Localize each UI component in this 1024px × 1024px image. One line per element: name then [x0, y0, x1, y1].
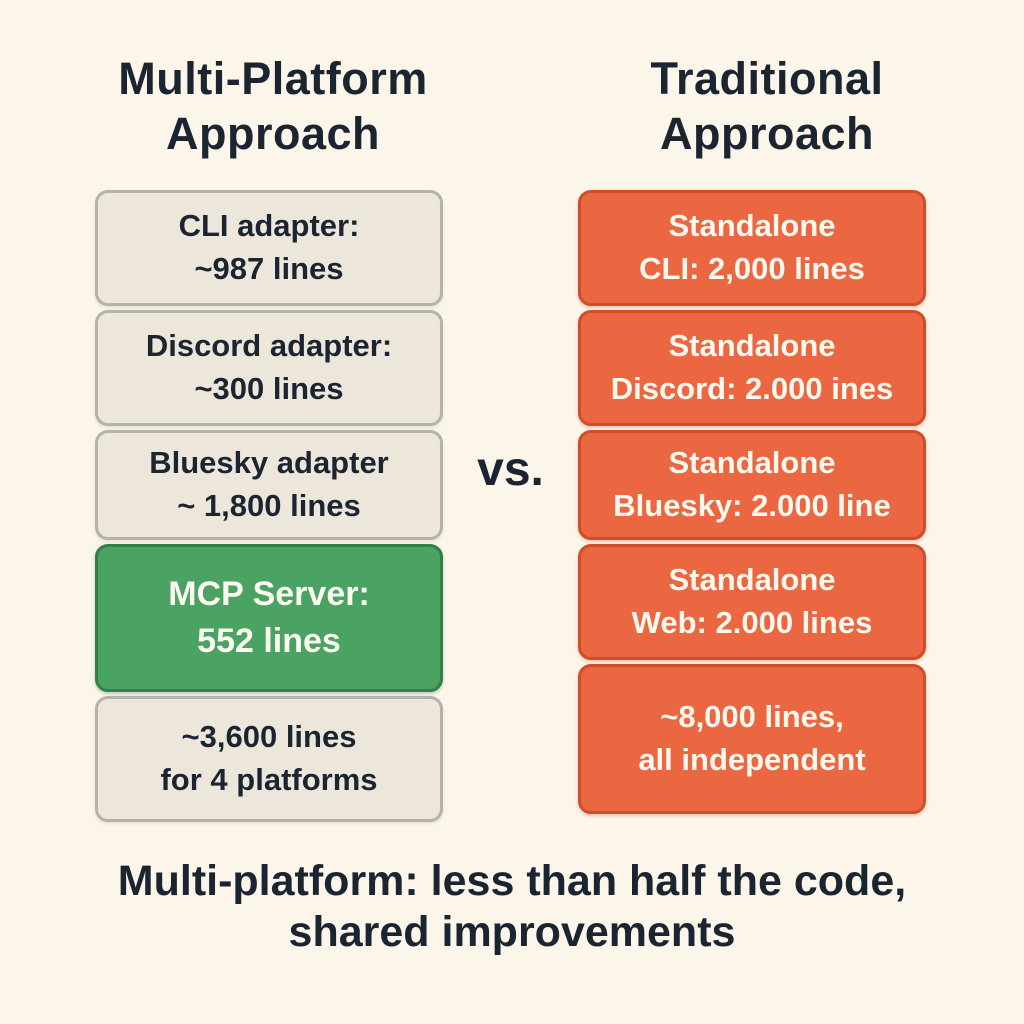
box-text-line: Bluesky: 2.000 line: [613, 488, 891, 523]
left-column-title: Multi-Platform Approach: [58, 52, 488, 162]
box-text-line: Standalone: [668, 328, 836, 364]
box-standalone-web: Standalone Web: 2.000 lines: [578, 544, 926, 660]
left-title-line1: Multi-Platform: [118, 53, 428, 104]
box-text-line: Standalone: [668, 208, 836, 244]
box-text-line: MCP Server:: [168, 575, 370, 614]
right-title-line1: Traditional: [650, 53, 884, 104]
summary-caption: Multi-platform: less than half the code,…: [0, 856, 1024, 957]
box-text-line: Standalone: [668, 445, 836, 481]
summary-line1: Multi-platform: less than half the code,: [117, 857, 907, 905]
box-text-line: for 4 platforms: [160, 762, 378, 797]
box-text-line: ~3,600 lines: [181, 719, 357, 755]
box-text-line: ~987 lines: [194, 251, 344, 286]
box-standalone-cli: Standalone CLI: 2,000 lines: [578, 190, 926, 306]
summary-line2: shared improvements: [288, 907, 736, 956]
multi-platform-column: CLI adapter: ~987 lines Discord adapter:…: [95, 190, 443, 822]
traditional-column: Standalone CLI: 2,000 lines Standalone D…: [578, 190, 926, 814]
vs-label: vs.: [477, 443, 544, 496]
box-cli-adapter: CLI adapter: ~987 lines: [95, 190, 443, 306]
box-text-line: Discord adapter:: [145, 328, 393, 364]
box-discord-adapter: Discord adapter: ~300 lines: [95, 310, 443, 426]
box-bluesky-adapter: Bluesky adapter ~ 1,800 lines: [95, 430, 443, 540]
left-title-line2: Approach: [165, 107, 380, 159]
box-text-line: Web: 2.000 lines: [631, 605, 873, 640]
box-standalone-bluesky: Standalone Bluesky: 2.000 line: [578, 430, 926, 540]
box-text-line: Standalone: [668, 562, 836, 598]
right-column-title: Traditional Approach: [552, 52, 982, 162]
box-multiplatform-total: ~3,600 lines for 4 platforms: [95, 696, 443, 822]
box-text-line: Discord: 2.000 ines: [610, 371, 894, 406]
box-text-line: ~8,000 lines,: [660, 699, 844, 735]
box-text-line: CLI: 2,000 lines: [639, 251, 865, 286]
box-text-line: all independent: [638, 742, 866, 777]
box-text-line: CLI adapter:: [178, 208, 360, 244]
box-mcp-server: MCP Server: 552 lines: [95, 544, 443, 692]
box-text-line: Bluesky adapter: [149, 445, 389, 481]
box-text-line: ~300 lines: [194, 371, 344, 406]
box-traditional-total: ~8,000 lines, all independent: [578, 664, 926, 814]
box-text-line: ~ 1,800 lines: [177, 488, 361, 523]
box-text-line: 552 lines: [197, 622, 341, 660]
box-standalone-discord: Standalone Discord: 2.000 ines: [578, 310, 926, 426]
right-title-line2: Approach: [659, 107, 874, 159]
